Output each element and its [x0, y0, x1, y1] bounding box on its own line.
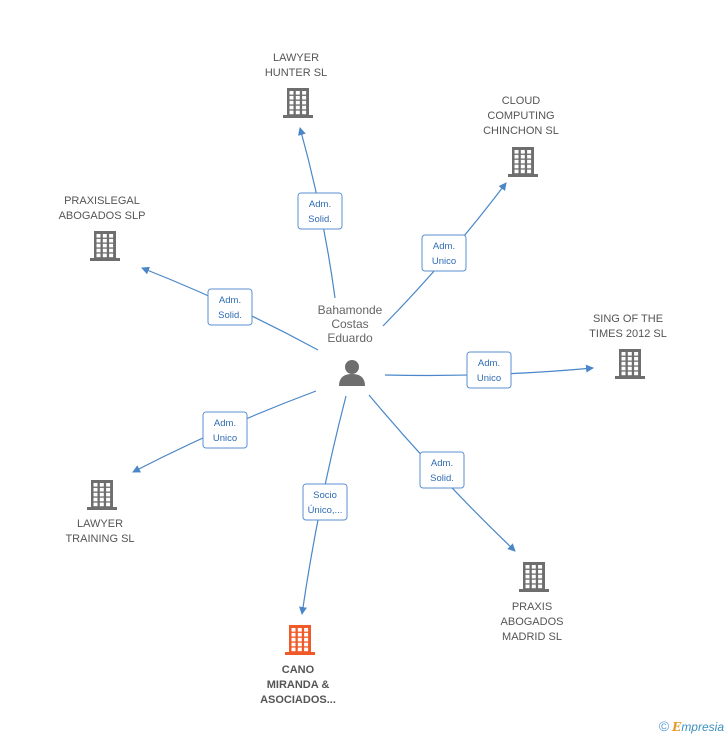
edge-label-text: Adm.	[478, 358, 500, 369]
building-icon	[283, 88, 313, 118]
company-name-line: HUNTER SL	[265, 67, 327, 79]
building-icon	[615, 349, 645, 379]
company-name-line: PRAXISLEGAL	[64, 195, 140, 207]
company-name-line: CHINCHON SL	[483, 125, 559, 137]
edge-label-text: Unico	[432, 256, 456, 267]
edge-label-box	[466, 351, 512, 389]
company-node-lawyer-hunter[interactable]: LAWYER HUNTER SL	[265, 52, 327, 118]
edge-label-lawyer-hunter[interactable]: Adm. Solid.	[297, 192, 343, 230]
building-icon	[90, 231, 120, 261]
edge-label-text: Socio	[313, 490, 337, 501]
company-name-line: PRAXIS	[512, 601, 552, 613]
edge-label-box	[297, 192, 343, 230]
person-name-line: Bahamonde	[318, 303, 383, 317]
company-name-line: SING OF THE	[593, 313, 663, 325]
person-name-line: Costas	[331, 317, 368, 331]
company-name-line: TIMES 2012 SL	[589, 328, 667, 340]
company-node-praxislegal[interactable]: PRAXISLEGAL ABOGADOS SLP	[59, 195, 146, 261]
edge-label-text: Único,...	[308, 505, 343, 516]
person-icon	[339, 360, 365, 386]
company-name-line: CANO	[282, 664, 315, 676]
edge-label-text: Solid.	[218, 310, 242, 321]
company-node-lawyer-training[interactable]: LAWYER TRAINING SL	[65, 480, 135, 545]
company-name-line: LAWYER	[273, 52, 319, 64]
company-name-line: CLOUD	[502, 95, 541, 107]
person-name-line: Eduardo	[327, 331, 373, 345]
edge-label-text: Adm.	[431, 458, 453, 469]
company-name-line: ASOCIADOS...	[260, 694, 336, 706]
edge-label-text: Adm.	[433, 241, 455, 252]
edge-label-text: Adm.	[214, 418, 236, 429]
edge-label-text: Unico	[213, 433, 237, 444]
company-node-sing-of-the-times[interactable]: SING OF THE TIMES 2012 SL	[589, 313, 667, 379]
company-name-line: TRAINING SL	[65, 533, 134, 545]
company-name-line: LAWYER	[77, 518, 123, 530]
edge-label-text: Solid.	[308, 214, 332, 225]
company-node-praxis-abogados-madrid[interactable]: PRAXIS ABOGADOS MADRID SL	[501, 562, 564, 643]
edge-label-box	[202, 411, 248, 449]
company-name-line: MIRANDA &	[267, 679, 330, 691]
edge-label-text: Adm.	[219, 295, 241, 306]
edge-label-praxislegal[interactable]: Adm. Solid.	[207, 288, 253, 326]
company-name-line: ABOGADOS	[501, 616, 564, 628]
edge-label-text: Unico	[477, 373, 501, 384]
edge-label-text: Solid.	[430, 473, 454, 484]
edge-label-lawyer-training[interactable]: Adm. Unico	[202, 411, 248, 449]
company-name-line: MADRID SL	[502, 631, 562, 643]
edge-label-box	[207, 288, 253, 326]
company-node-cano-miranda[interactable]: CANO MIRANDA & ASOCIADOS...	[260, 625, 336, 706]
brand-initial: E	[672, 720, 682, 734]
edge-label-text: Adm.	[309, 199, 331, 210]
company-name-line: ABOGADOS SLP	[59, 210, 146, 222]
empresia-logo[interactable]: ©Empresia	[659, 718, 724, 734]
edge-label-box	[302, 483, 348, 521]
edge-label-box	[421, 234, 467, 272]
company-name-line: COMPUTING	[487, 110, 554, 122]
edge-label-cloud-computing[interactable]: Adm. Unico	[421, 234, 467, 272]
edge-label-cano-miranda[interactable]: SocioÚnico,...	[302, 483, 348, 521]
building-icon	[87, 480, 117, 510]
company-node-cloud-computing[interactable]: CLOUD COMPUTING CHINCHON SL	[483, 95, 559, 177]
building-icon	[285, 625, 315, 655]
building-icon	[519, 562, 549, 592]
brand-name: mpresia	[681, 720, 724, 734]
building-icon	[508, 147, 538, 177]
edge-label-praxis-abogados-madrid[interactable]: Adm. Solid.	[419, 451, 465, 489]
copyright-symbol: ©	[658, 718, 670, 734]
edge-label-sing-of-the-times[interactable]: Adm. Unico	[466, 351, 512, 389]
edge-label-box	[419, 451, 465, 489]
